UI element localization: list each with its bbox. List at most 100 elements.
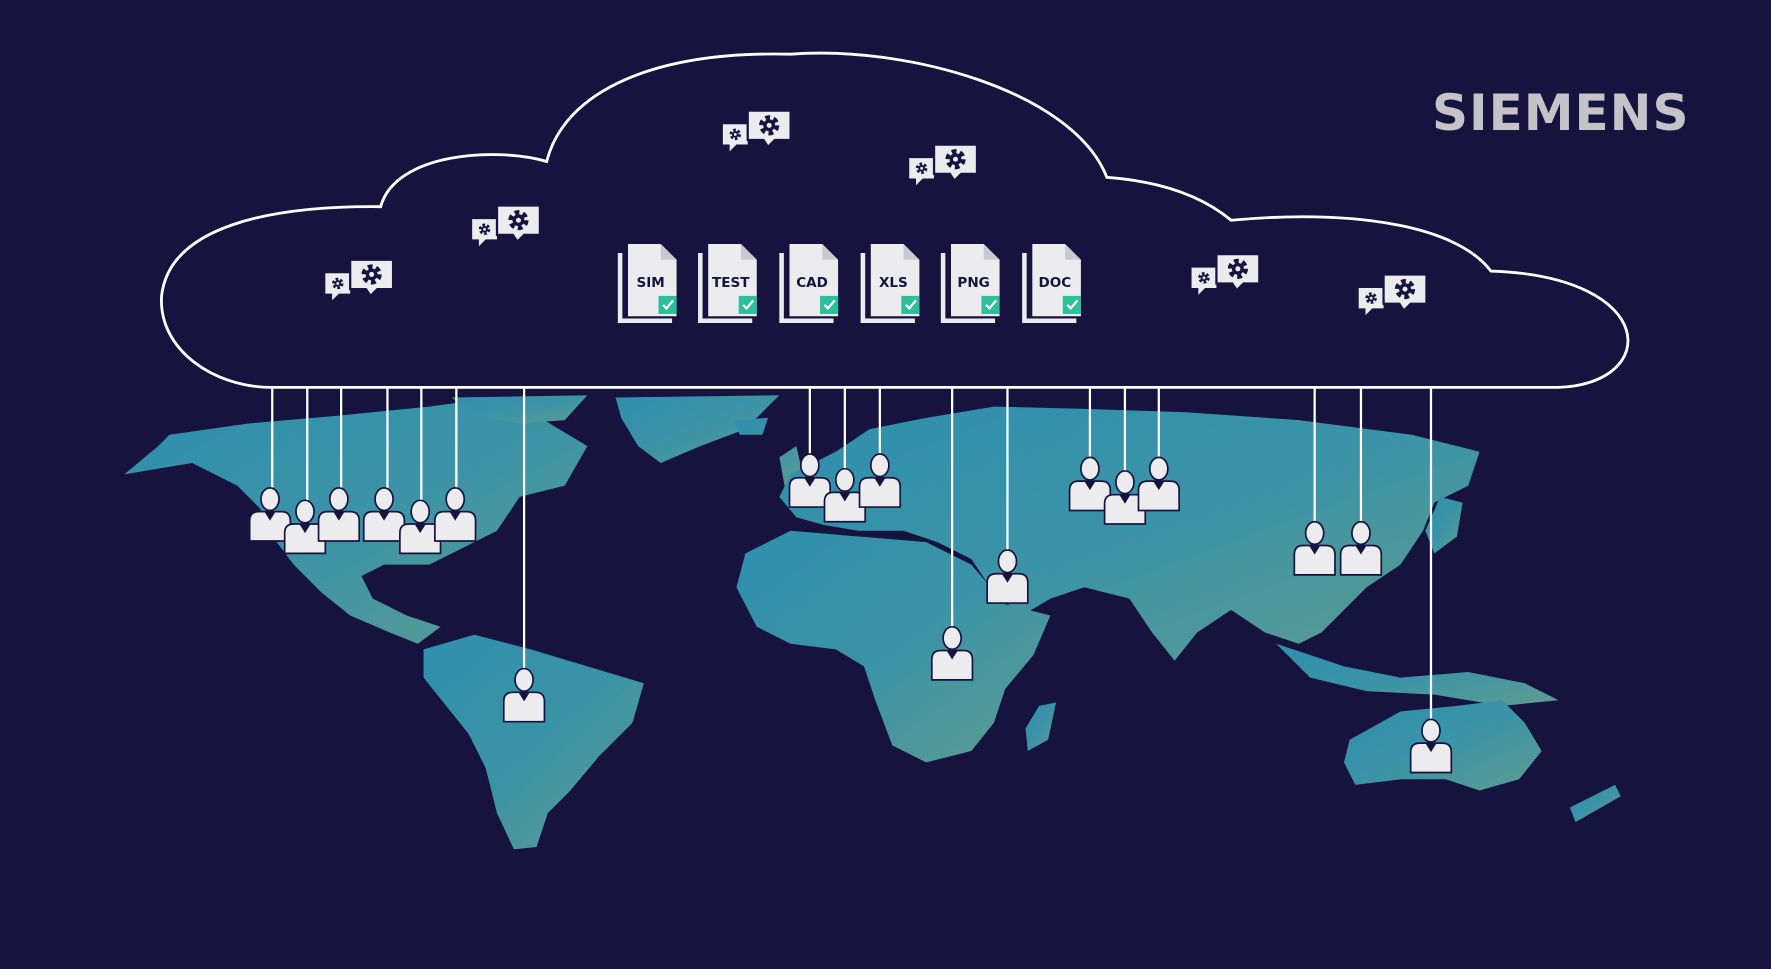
arctic-islands (451, 395, 588, 424)
user-icon-east-asia (1293, 520, 1336, 576)
gear-chat-icon (909, 143, 979, 186)
user-head (1421, 718, 1441, 743)
user-body (1339, 544, 1383, 576)
user-collar (839, 492, 851, 502)
user-collar (874, 477, 886, 487)
user-collar (1355, 545, 1367, 555)
user-head (1304, 520, 1325, 546)
gear-chat-icon (472, 204, 542, 247)
check-icon (901, 295, 920, 314)
user-head (445, 487, 466, 512)
user-icon-central-asia (1103, 470, 1147, 525)
user-icon-north-america (434, 487, 477, 542)
cloud-outline (160, 51, 1630, 389)
gear-hole (1235, 266, 1241, 272)
user-body (1293, 544, 1336, 576)
user-head (942, 625, 963, 651)
user-icon-africa (930, 625, 974, 681)
file-icon-xls: XLS (860, 243, 920, 323)
gear-chat-icon (722, 109, 792, 152)
gear-teeth (478, 223, 491, 236)
user-icon-north-america (248, 487, 292, 542)
user-head (260, 487, 280, 512)
user-collar (414, 524, 426, 534)
gear-hole (515, 217, 521, 223)
user-collar (1153, 481, 1165, 491)
check-icon (658, 295, 677, 314)
file-icon-cad: CAD (779, 243, 839, 323)
user-body (1409, 742, 1453, 774)
file-icon-png: PNG (940, 243, 1000, 323)
gear-hole (1369, 296, 1373, 300)
gear-teeth (1227, 258, 1248, 279)
user-icon-east-asia (1339, 520, 1383, 576)
check-mark (1066, 299, 1079, 310)
user-icon-north-america (362, 487, 406, 542)
user-head (799, 453, 820, 478)
user-head (1115, 470, 1135, 495)
user-body (930, 649, 974, 681)
user-body (317, 510, 361, 542)
user-collar (1309, 545, 1321, 555)
madagascar (1025, 702, 1057, 752)
new-zealand (1569, 784, 1621, 823)
page-fold (1065, 243, 1081, 260)
user-head (1080, 456, 1100, 481)
user-collar (333, 511, 345, 521)
user-icon-central-asia (1137, 456, 1180, 512)
south-america (423, 634, 644, 850)
gear-hole (766, 122, 772, 128)
user-body (788, 476, 832, 508)
user-icon-europe (858, 453, 902, 508)
user-icon-middle-east (986, 549, 1029, 604)
user-body (986, 572, 1029, 604)
file-label: CAD (796, 275, 828, 291)
user-body (858, 476, 902, 508)
user-collar (946, 650, 958, 660)
check-mark (905, 299, 917, 310)
user-body (362, 510, 406, 542)
gear-hole (952, 156, 959, 162)
gear-teeth (945, 149, 966, 170)
user-collar (1425, 743, 1437, 753)
user-head (869, 453, 890, 478)
user-icon-north-america (317, 487, 361, 542)
check-icon (738, 295, 757, 314)
gear-chat-icon (1358, 273, 1428, 316)
gear-teeth (508, 210, 529, 231)
user-head (374, 487, 394, 512)
check-icon (981, 295, 1000, 314)
page-fold (740, 243, 757, 260)
page-fold (822, 243, 839, 260)
gear-chat-icon (325, 258, 395, 301)
user-icon-australia (1409, 718, 1453, 774)
gear-hole (1202, 276, 1206, 280)
greenland (615, 395, 780, 464)
file-label: TEST (712, 275, 750, 291)
gear-hole (336, 282, 340, 285)
page-fold (983, 243, 1000, 260)
users (248, 453, 1453, 774)
user-collar (449, 511, 461, 521)
user-head (1148, 456, 1169, 481)
user-collar (1001, 573, 1014, 583)
page-fold (903, 243, 920, 260)
user-icon-europe (823, 467, 867, 523)
user-icon-south-america (502, 667, 546, 723)
gear-teeth (729, 128, 742, 141)
gear-hole (483, 227, 487, 231)
user-collar (299, 524, 311, 534)
gear-hole (1402, 286, 1408, 292)
uk-iceland (734, 417, 805, 488)
check-mark (823, 299, 836, 310)
file-icon-sim: SIM (617, 243, 677, 323)
check-icon (1062, 295, 1081, 314)
user-collar (1119, 494, 1131, 504)
user-body (502, 691, 546, 723)
gear-chat-icon (1191, 252, 1261, 295)
process-icons (325, 109, 1428, 316)
file-icon-test: TEST (698, 243, 757, 323)
user-collar (518, 692, 530, 702)
